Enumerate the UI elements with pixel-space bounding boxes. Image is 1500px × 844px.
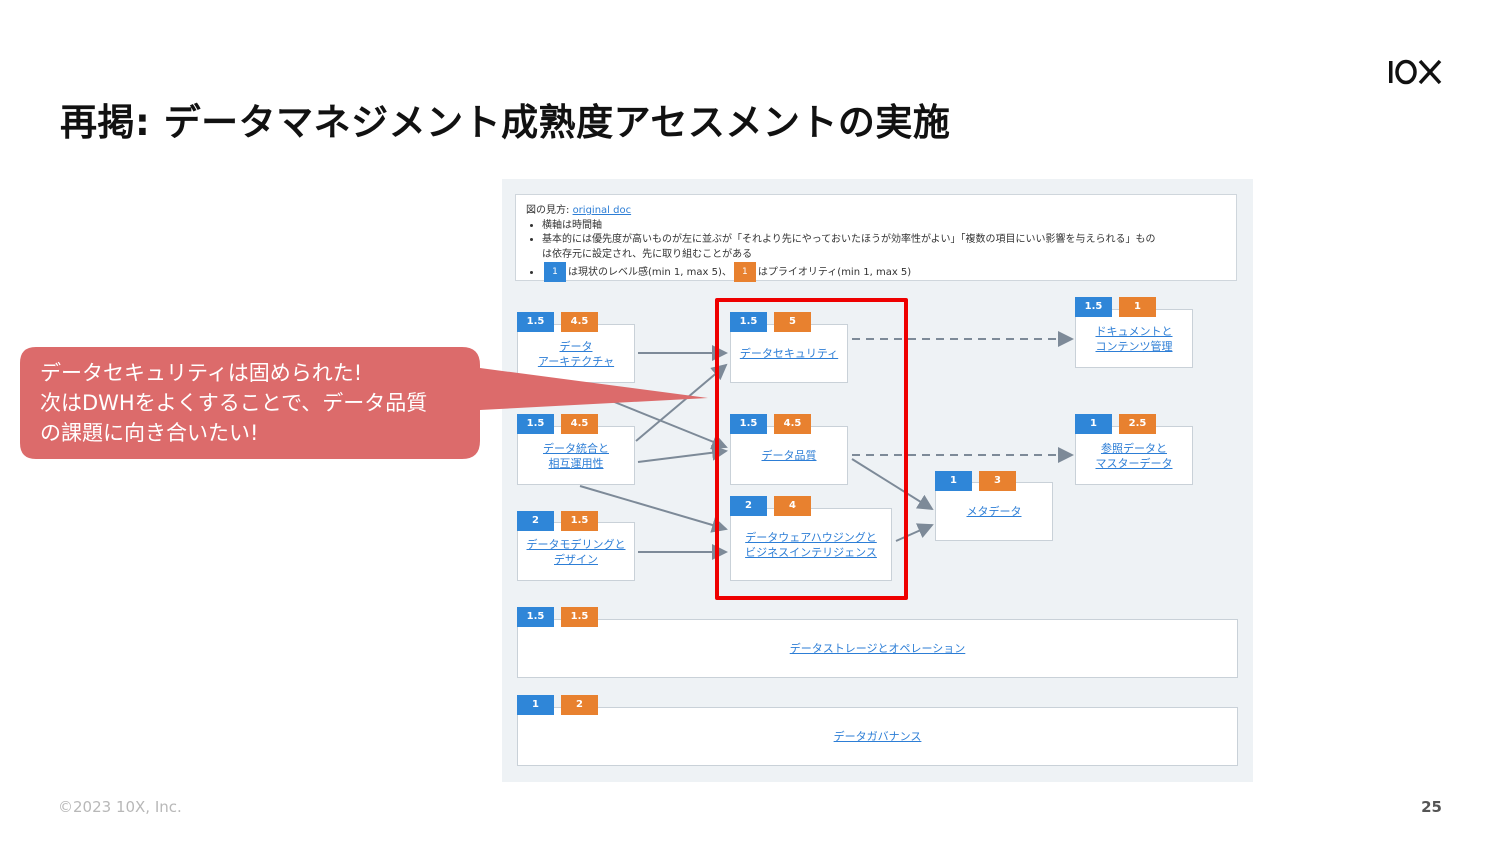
- page-number: 25: [1421, 798, 1442, 816]
- node-integration-label-1: データ統合と: [543, 441, 609, 455]
- legend-level-text: は現状のレベル感(min 1, max 5)、: [568, 267, 732, 278]
- callout-line-1: データセキュリティは固められた!: [40, 361, 363, 385]
- original-doc-link[interactable]: original doc: [572, 205, 632, 216]
- level-badge-security: 1.5: [730, 312, 767, 332]
- level-badge-quality: 1.5: [730, 414, 767, 434]
- callout-text: データセキュリティは固められた! 次はDWHをよくすることで、データ品質 の課題…: [40, 358, 427, 448]
- node-integration-label-2: 相互運用性: [548, 456, 604, 470]
- focus-highlight-box: [715, 298, 908, 600]
- priority-badge-security: 5: [774, 312, 811, 332]
- node-document[interactable]: ドキュメントとコンテンツ管理: [1075, 309, 1193, 368]
- legend-heading: 図の見方:: [526, 205, 570, 216]
- node-document-label-2: コンテンツ管理: [1095, 339, 1173, 353]
- node-reference-label-1: 参照データと: [1101, 441, 1167, 455]
- node-metadata-label: メタデータ: [966, 505, 1022, 518]
- edge-dwh-metadata: [895, 523, 934, 542]
- legend-box: 図の見方: original doc 横軸は時間軸 基本的には優先度が高いものが…: [515, 194, 1237, 282]
- node-dwh-label-2: ビジネスインテリジェンス: [745, 545, 877, 559]
- legend-level-badge: 1: [544, 262, 566, 282]
- node-architecture[interactable]: データアーキテクチャ: [517, 324, 635, 383]
- node-document-label-1: ドキュメントと: [1095, 324, 1173, 338]
- priority-badge-governance: 2: [561, 695, 598, 715]
- node-security[interactable]: データセキュリティ: [730, 324, 848, 383]
- node-governance[interactable]: データガバナンス: [517, 707, 1238, 766]
- edge-integration-quality: [637, 444, 728, 463]
- level-badge-document: 1.5: [1075, 297, 1112, 317]
- node-storage-label: データストレージとオペレーション: [789, 642, 966, 655]
- legend-priority-badge: 1: [733, 262, 756, 282]
- level-badge-architecture: 1.5: [517, 312, 554, 332]
- priority-badge-architecture: 4.5: [561, 312, 598, 332]
- node-architecture-label-1: データ: [559, 339, 593, 353]
- level-badge-reference: 1: [1075, 414, 1112, 434]
- node-quality-label: データ品質: [761, 449, 817, 462]
- node-governance-label: データガバナンス: [833, 730, 922, 743]
- node-dwh[interactable]: データウェアハウジングとビジネスインテリジェンス: [730, 508, 892, 581]
- level-badge-governance: 1: [517, 695, 554, 715]
- node-architecture-label-2: アーキテクチャ: [537, 354, 615, 368]
- legend-bullet-priority-cont: は依存元に設定され、先に取り組むことがある: [542, 248, 753, 260]
- level-badge-modeling: 2: [517, 511, 554, 531]
- node-modeling-label-1: データモデリングと: [526, 537, 626, 551]
- maturity-diagram: 図の見方: original doc 横軸は時間軸 基本的には優先度が高いものが…: [502, 179, 1253, 782]
- company-logo: [1389, 59, 1442, 85]
- edge-architecture-dwh: [579, 485, 728, 533]
- node-dwh-label-1: データウェアハウジングと: [745, 530, 877, 544]
- priority-badge-integration: 4.5: [561, 414, 598, 434]
- priority-badge-quality: 4.5: [774, 414, 811, 434]
- priority-badge-metadata: 3: [979, 471, 1016, 491]
- priority-badge-dwh: 4: [774, 496, 811, 516]
- node-storage[interactable]: データストレージとオペレーション: [517, 619, 1238, 678]
- node-reference[interactable]: 参照データとマスターデータ: [1075, 426, 1193, 485]
- level-badge-integration: 1.5: [517, 414, 554, 434]
- legend-bullet-priority: 基本的には優先度が高いものが左に並ぶが「それより先にやっておいたほうが効率性がよ…: [542, 233, 1236, 248]
- level-badge-metadata: 1: [935, 471, 972, 491]
- node-integration[interactable]: データ統合と相互運用性: [517, 426, 635, 485]
- edge-quality-metadata: [851, 458, 934, 511]
- level-badge-dwh: 2: [730, 496, 767, 516]
- priority-badge-modeling: 1.5: [561, 511, 598, 531]
- node-modeling-label-2: デザイン: [554, 552, 598, 566]
- node-metadata[interactable]: メタデータ: [935, 482, 1053, 541]
- legend-priority-text: はプライオリティ(min 1, max 5): [757, 267, 912, 278]
- priority-badge-reference: 2.5: [1119, 414, 1156, 434]
- slide-title: 再掲: データマネジメント成熟度アセスメントの実施: [60, 101, 951, 144]
- legend-bullet-time-axis: 横軸は時間軸: [542, 219, 1236, 234]
- callout-line-2: 次はDWHをよくすることで、データ品質: [40, 391, 428, 415]
- priority-badge-storage: 1.5: [561, 607, 598, 627]
- node-reference-label-2: マスターデータ: [1095, 456, 1173, 470]
- node-quality[interactable]: データ品質: [730, 426, 848, 485]
- priority-badge-document: 1: [1119, 297, 1156, 317]
- level-badge-storage: 1.5: [517, 607, 554, 627]
- copyright: ©2023 10X, Inc.: [58, 798, 182, 816]
- callout-line-3: の課題に向き合いたい!: [40, 421, 259, 445]
- node-security-label: データセキュリティ: [739, 347, 839, 360]
